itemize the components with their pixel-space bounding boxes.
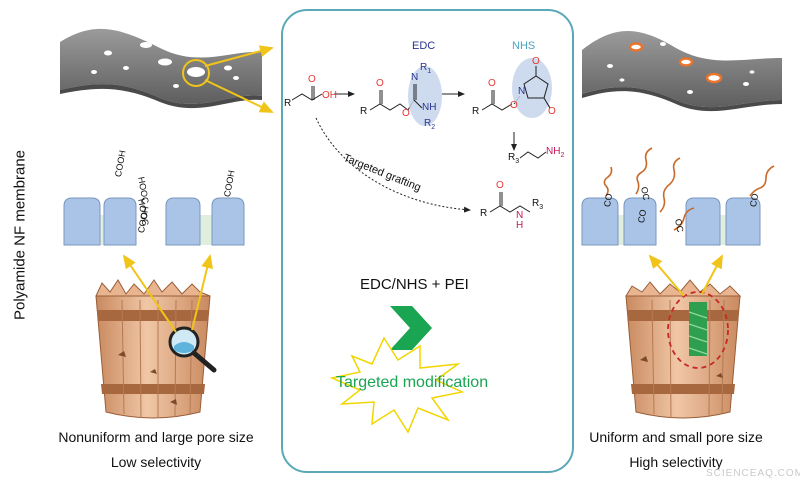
atom-o-edc-top: O	[376, 78, 384, 89]
edc-label: EDC	[412, 40, 436, 52]
atom-r2-edc: R2	[424, 118, 436, 131]
watermark: SCIENCEAQ.COM	[706, 468, 800, 479]
atom-nh-edc: NH	[422, 102, 437, 113]
atom-n-nhs: N	[518, 86, 526, 97]
nhs-label: NHS	[512, 40, 536, 52]
atom-r3-amine: R3	[508, 152, 520, 165]
atom-r-edc: R	[360, 106, 368, 117]
reagent-label: EDC/NHS + PEI	[360, 276, 469, 293]
right-membrane-sheet	[582, 31, 782, 112]
atom-o-amide: O	[496, 180, 504, 191]
right-pore-blocks	[581, 197, 761, 246]
side-title: Polyamide NF membrane	[6, 110, 34, 360]
right-group-4: OC	[673, 218, 686, 234]
nhs-highlight	[512, 58, 552, 118]
edc-highlight	[408, 66, 442, 126]
magnifier-icon	[168, 326, 217, 373]
atom-r3-amide: R3	[532, 198, 544, 211]
right-group-2: OC	[639, 186, 652, 202]
atom-r1-edc: R1	[420, 62, 432, 75]
left-membrane-sheet	[60, 28, 262, 109]
right-caption-line1: Uniform and small pore size	[589, 429, 763, 445]
atom-n-amide: N	[516, 210, 524, 221]
left-pore-blocks	[63, 197, 245, 246]
atom-r-amide: R	[480, 208, 488, 219]
reaction-panel	[281, 9, 574, 473]
atom-nh2-amine: NH2	[546, 146, 565, 159]
atom-o-nhs-ring2: O	[548, 106, 556, 117]
atom-o-edc: O	[402, 108, 410, 119]
left-caption-line1: Nonuniform and large pore size	[58, 429, 254, 445]
atom-o-nhs-ring1: O	[532, 56, 540, 67]
right-caption-line2: High selectivity	[629, 454, 723, 470]
modification-label: Targeted modification	[336, 374, 489, 391]
left-caption-line2: Low selectivity	[110, 454, 202, 470]
atom-r-nhs: R	[472, 106, 480, 117]
burst-shape	[329, 336, 465, 434]
atom-o-nhs: O	[510, 100, 518, 111]
atom-o-nhs-top: O	[488, 78, 496, 89]
right-bucket	[625, 279, 742, 419]
side-title-text: Polyamide NF membrane	[11, 149, 29, 321]
atom-r-acid: R	[284, 98, 292, 109]
atom-h-amide: H	[516, 220, 524, 231]
left-bucket	[95, 279, 211, 419]
atom-n-edc: N	[411, 72, 419, 83]
grafted-chains	[603, 147, 775, 231]
atom-oh-acid: OH	[322, 90, 337, 101]
chevron-arrow-icon	[390, 306, 432, 350]
atom-o-acid: O	[308, 74, 316, 85]
